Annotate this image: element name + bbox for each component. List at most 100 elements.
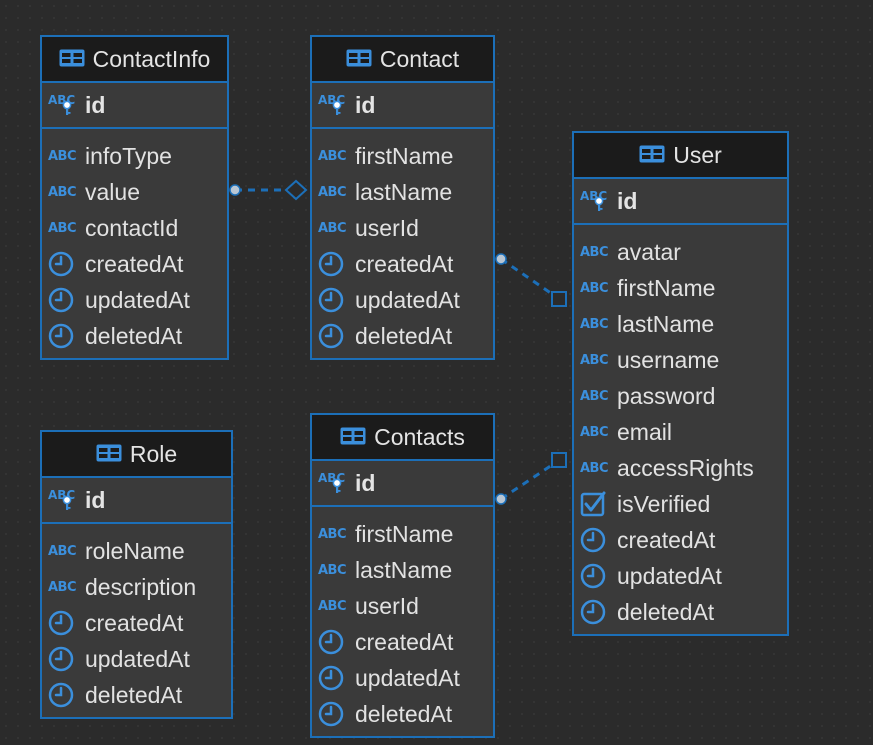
field-row[interactable]: updatedAt — [42, 641, 231, 677]
relation-contactinfo-contact[interactable] — [229, 179, 308, 201]
relation-contacts-user[interactable] — [495, 452, 567, 505]
field-row[interactable]: createdAt — [42, 605, 231, 641]
abc-text-icon: ABC — [318, 562, 347, 578]
entity-header[interactable]: Contacts — [312, 415, 493, 461]
clock-icon — [318, 701, 350, 727]
clock-icon — [48, 251, 80, 277]
field-row[interactable]: deletedAt — [42, 318, 227, 354]
field-name: value — [85, 178, 140, 205]
field-name: createdAt — [85, 609, 184, 636]
field-name: updatedAt — [617, 562, 722, 589]
primary-key-name: id — [85, 486, 106, 513]
field-row[interactable]: createdAt — [42, 246, 227, 282]
abc-text-icon: ABC — [580, 352, 609, 368]
field-name: createdAt — [355, 628, 454, 655]
entity-title: User — [673, 141, 722, 168]
clock-icon — [580, 563, 612, 589]
field-name: deletedAt — [85, 681, 183, 708]
entity-header[interactable]: Role — [42, 432, 231, 478]
field-name: lastName — [617, 310, 715, 337]
primary-key-name: id — [355, 91, 376, 118]
entity-header[interactable]: ContactInfo — [42, 37, 227, 83]
field-row[interactable]: createdAt — [312, 246, 493, 282]
field-name: deletedAt — [617, 598, 715, 625]
primary-key-name: id — [85, 91, 106, 118]
field-name: email — [617, 418, 672, 445]
table-icon — [639, 142, 665, 169]
field-name: lastName — [355, 556, 453, 583]
field-row[interactable]: deletedAt — [574, 594, 787, 630]
field-row[interactable]: ABC contactId — [42, 210, 227, 246]
clock-icon — [318, 251, 350, 277]
field-row[interactable]: updatedAt — [574, 558, 787, 594]
field-name: firstName — [355, 520, 454, 547]
field-name: contactId — [85, 214, 179, 241]
field-row[interactable]: createdAt — [312, 624, 493, 660]
abc-text-icon: ABC — [48, 220, 77, 236]
abc-text-icon: ABC — [318, 220, 347, 236]
primary-key-icon: ABC — [48, 488, 80, 512]
field-row[interactable]: createdAt — [574, 522, 787, 558]
abc-text-icon: ABC — [48, 579, 77, 595]
abc-text-icon: ABC — [318, 598, 347, 614]
clock-icon — [580, 599, 612, 625]
primary-key-icon: ABC — [318, 93, 350, 117]
field-row[interactable]: deletedAt — [42, 677, 231, 713]
field-name: deletedAt — [355, 322, 453, 349]
field-name: userId — [355, 592, 419, 619]
field-name: firstName — [355, 142, 454, 169]
field-row[interactable]: isVerified — [574, 486, 787, 522]
field-row[interactable]: updatedAt — [42, 282, 227, 318]
field-row[interactable]: ABC roleName — [42, 533, 231, 569]
field-row[interactable]: ABC userId — [312, 588, 493, 624]
field-row[interactable]: updatedAt — [312, 660, 493, 696]
field-row[interactable]: deletedAt — [312, 696, 493, 732]
primary-key-icon: ABC — [48, 93, 80, 117]
field-row[interactable]: updatedAt — [312, 282, 493, 318]
field-name: password — [617, 382, 716, 409]
clock-icon — [48, 682, 80, 708]
field-row[interactable]: ABC lastName — [312, 552, 493, 588]
checkbox-icon — [580, 491, 612, 517]
abc-text-icon: ABC — [48, 543, 77, 559]
field-name: createdAt — [617, 526, 716, 553]
field-name: avatar — [617, 238, 681, 265]
relation-contact-user[interactable] — [495, 253, 567, 307]
field-name: createdAt — [355, 250, 454, 277]
entity-header[interactable]: User — [574, 133, 787, 179]
field-name: roleName — [85, 537, 185, 564]
entity-header[interactable]: Contact — [312, 37, 493, 83]
field-name: deletedAt — [355, 700, 453, 727]
clock-icon — [580, 527, 612, 553]
clock-icon — [48, 610, 80, 636]
field-row[interactable]: deletedAt — [312, 318, 493, 354]
